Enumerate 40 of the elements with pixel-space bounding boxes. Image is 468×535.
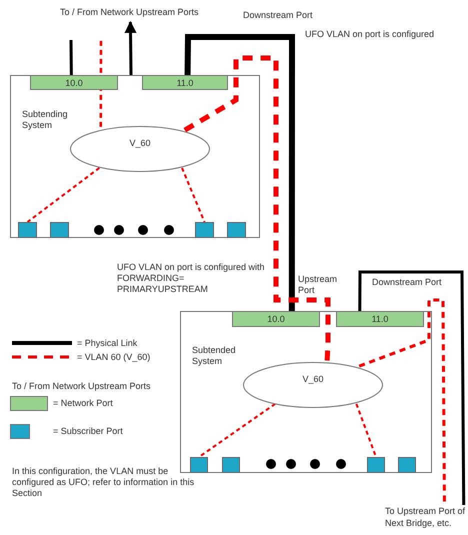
config-note: UFO VLAN on port is configured with FORWARDING= PRIMARYUPSTREAM bbox=[117, 262, 266, 295]
physical-link bbox=[358, 270, 466, 506]
physical-link bbox=[184, 34, 295, 311]
legend-text: = Subscriber Port bbox=[53, 426, 124, 437]
vlan-link bbox=[100, 40, 102, 127]
subscriber-port bbox=[227, 222, 246, 238]
subscriber-port bbox=[190, 457, 208, 473]
physical-link bbox=[70, 40, 73, 76]
legend-text: = Network Port bbox=[53, 398, 114, 409]
system-title: Subtended System bbox=[192, 345, 237, 367]
config-note: In this configuration, the VLAN must be configured as UFO; refer to information in this Section bbox=[12, 466, 196, 499]
subscriber-port bbox=[195, 222, 214, 238]
subscriber-port bbox=[367, 457, 385, 473]
vlan-ellipse: V_60 bbox=[70, 126, 210, 172]
port-caption: Downstream Port bbox=[243, 10, 314, 21]
vlan-link bbox=[355, 404, 377, 458]
subscriber-port bbox=[18, 222, 37, 238]
system-box bbox=[10, 75, 260, 238]
port-note: To Upstream Port of Next Bridge, etc. bbox=[385, 505, 467, 533]
subscriber-port bbox=[222, 457, 240, 473]
config-note: UFO VLAN on port is configured bbox=[305, 29, 436, 40]
network-port: 11.0 bbox=[142, 75, 228, 90]
legend-text: = VLAN 60 (V_60) bbox=[77, 352, 152, 363]
system-box bbox=[180, 311, 432, 473]
legend-text: = Physical Link bbox=[77, 338, 138, 349]
arrow bbox=[124, 20, 137, 76]
system-title: Subtending System bbox=[22, 109, 69, 131]
port-note: To / From Network Upstream Ports bbox=[60, 6, 220, 20]
vlan-link bbox=[184, 56, 330, 363]
network-port: 11.0 bbox=[336, 311, 424, 327]
vlan-link bbox=[181, 167, 206, 222]
subscriber-port bbox=[50, 222, 69, 238]
vlan-link bbox=[198, 403, 276, 458]
vlan-ellipse: V_60 bbox=[243, 362, 383, 408]
port-caption: Downstream Port bbox=[372, 277, 443, 288]
network-port: 10.0 bbox=[30, 75, 118, 90]
legend-heading: To / From Network Upstream Ports bbox=[12, 381, 152, 392]
network-port: 10.0 bbox=[232, 311, 320, 327]
port-caption: Upstream Port bbox=[298, 274, 338, 296]
subscriber-port bbox=[398, 457, 416, 473]
